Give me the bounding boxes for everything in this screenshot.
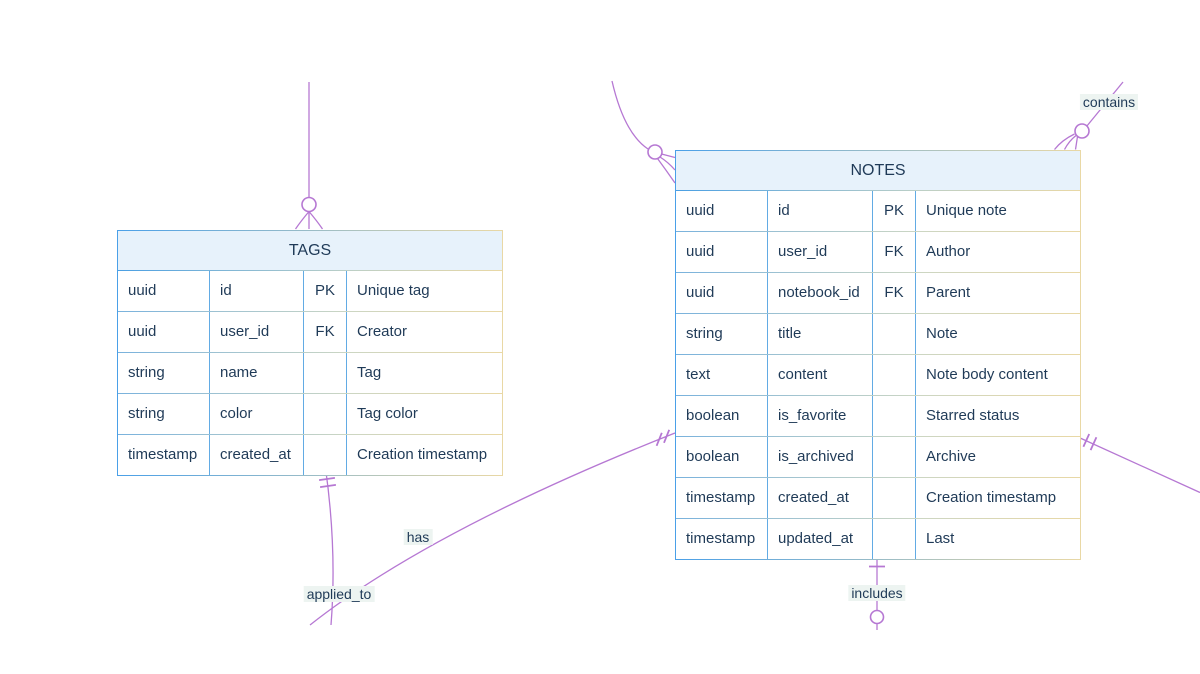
connector-notes-right xyxy=(1078,433,1200,494)
relationship-label-contains: contains xyxy=(1079,94,1139,110)
attribute-name: id xyxy=(210,271,304,311)
attribute-comment: Tag color xyxy=(357,405,418,422)
attribute-name: user_id xyxy=(210,312,304,352)
zero-or-many-circle-icon xyxy=(647,144,663,160)
attribute-comment: Creation timestamp xyxy=(926,489,1057,506)
attribute-key xyxy=(304,435,347,475)
attribute-key xyxy=(304,394,347,434)
table-row: uuid user_id FK Author xyxy=(676,232,1080,273)
entity-table-notes: NOTES uuid id PK Unique note uuid user_i… xyxy=(675,150,1081,560)
entity-table-tags: TAGS uuid id PK Unique tag uuid user_id … xyxy=(117,230,503,476)
table-row: timestamp updated_at Last xyxy=(676,519,1080,559)
table-row: uuid id PK Unique tag xyxy=(118,271,502,312)
attribute-comment: Tag xyxy=(357,364,382,381)
table-row: text content Note body content xyxy=(676,355,1080,396)
attribute-name: is_archived xyxy=(768,437,873,477)
attribute-type: uuid xyxy=(118,312,210,352)
connector-contains xyxy=(1053,81,1124,150)
zero-or-many-circle-icon xyxy=(301,196,317,213)
attribute-name: color xyxy=(210,394,304,434)
attribute-comment: Creator xyxy=(357,323,408,340)
attribute-name: created_at xyxy=(768,478,873,518)
attribute-type: uuid xyxy=(676,232,768,272)
attribute-name: is_favorite xyxy=(768,396,873,436)
attribute-type: text xyxy=(676,355,768,395)
relationship-label-has: has xyxy=(403,529,433,545)
attribute-comment: Starred status xyxy=(926,407,1020,424)
table-row: boolean is_favorite Starred status xyxy=(676,396,1080,437)
attribute-key: FK xyxy=(304,312,347,352)
zero-or-many-circle-icon xyxy=(869,609,885,625)
relationship-label-applied-to: applied_to xyxy=(303,586,375,602)
attribute-type: string xyxy=(118,353,210,393)
zero-or-many-circle-icon xyxy=(1074,123,1090,139)
attribute-comment: Author xyxy=(926,243,971,260)
attribute-key xyxy=(304,353,347,393)
attribute-name: user_id xyxy=(768,232,873,272)
attribute-name: name xyxy=(210,353,304,393)
table-row: timestamp created_at Creation timestamp xyxy=(118,435,502,475)
attribute-type: string xyxy=(676,314,768,354)
attribute-type: timestamp xyxy=(676,519,768,559)
crow-foot-icon xyxy=(656,153,676,184)
attribute-key xyxy=(873,437,916,477)
connector-tags-top xyxy=(294,82,324,230)
attribute-comment: Note body content xyxy=(926,366,1048,383)
attribute-name: updated_at xyxy=(768,519,873,559)
relationship-label-includes: includes xyxy=(848,585,906,601)
attribute-key xyxy=(873,314,916,354)
attribute-comment: Unique tag xyxy=(357,282,430,299)
attribute-comment: Unique note xyxy=(926,202,1007,219)
one-and-only-one-ticks-icon xyxy=(655,429,671,447)
attribute-name: id xyxy=(768,191,873,231)
table-row: uuid user_id FK Creator xyxy=(118,312,502,353)
attribute-name: created_at xyxy=(210,435,304,475)
attribute-comment: Archive xyxy=(926,448,977,465)
table-row: string name Tag xyxy=(118,353,502,394)
attribute-comment: Last xyxy=(926,530,955,547)
one-and-only-one-ticks-icon xyxy=(318,477,337,488)
attribute-key: FK xyxy=(873,273,916,313)
attribute-type: uuid xyxy=(676,273,768,313)
attribute-key xyxy=(873,396,916,436)
crow-foot-icon xyxy=(1053,133,1079,150)
attribute-comment: Note xyxy=(926,325,958,342)
table-row: string color Tag color xyxy=(118,394,502,435)
attribute-type: timestamp xyxy=(118,435,210,475)
table-row: timestamp created_at Creation timestamp xyxy=(676,478,1080,519)
attribute-type: string xyxy=(118,394,210,434)
attribute-key: FK xyxy=(873,232,916,272)
attribute-type: boolean xyxy=(676,396,768,436)
attribute-key: PK xyxy=(304,271,347,311)
attribute-comment: Parent xyxy=(926,284,971,301)
table-row: uuid id PK Unique note xyxy=(676,191,1080,232)
attribute-type: boolean xyxy=(676,437,768,477)
attribute-key xyxy=(873,478,916,518)
entity-title: TAGS xyxy=(118,231,502,271)
crow-foot-icon xyxy=(294,211,324,230)
connector-applied-to xyxy=(318,467,337,626)
attribute-key xyxy=(873,355,916,395)
attribute-type: uuid xyxy=(118,271,210,311)
table-row: uuid notebook_id FK Parent xyxy=(676,273,1080,314)
table-row: string title Note xyxy=(676,314,1080,355)
attribute-key: PK xyxy=(873,191,916,231)
attribute-name: notebook_id xyxy=(768,273,873,313)
attribute-name: content xyxy=(768,355,873,395)
attribute-type: uuid xyxy=(676,191,768,231)
table-row: boolean is_archived Archive xyxy=(676,437,1080,478)
attribute-name: title xyxy=(768,314,873,354)
attribute-type: timestamp xyxy=(676,478,768,518)
attribute-comment: Creation timestamp xyxy=(357,446,488,463)
one-and-only-one-ticks-icon xyxy=(1082,433,1098,451)
attribute-key xyxy=(873,519,916,559)
connector-notes-top-left xyxy=(611,80,676,184)
entity-title: NOTES xyxy=(676,151,1080,191)
